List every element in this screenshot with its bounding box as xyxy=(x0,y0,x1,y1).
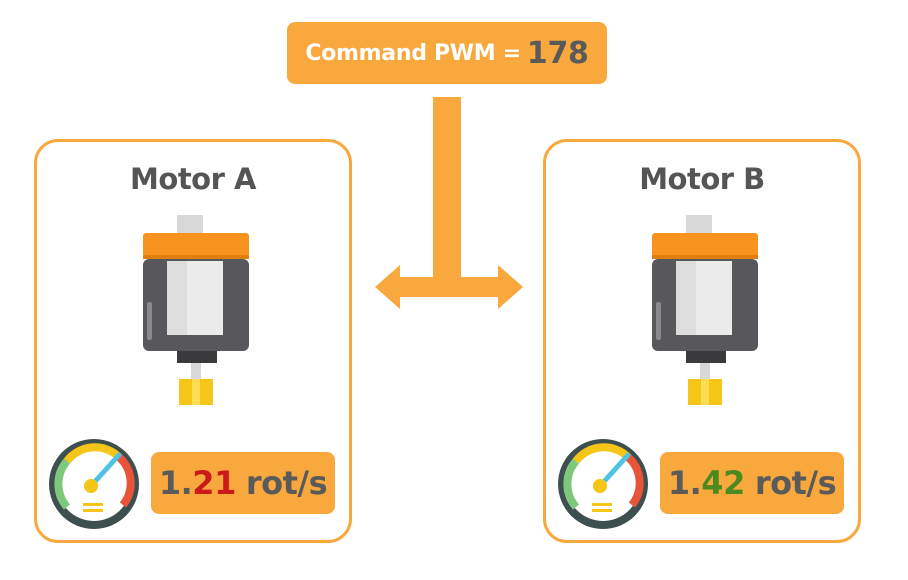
dc-motor-icon xyxy=(652,215,758,405)
command-value: 178 xyxy=(526,35,589,71)
speedometer-icon xyxy=(49,439,139,529)
motor-title: Motor B xyxy=(639,162,765,196)
command-label: Command PWM = xyxy=(305,40,521,66)
speed-unit: rot/s xyxy=(754,464,837,502)
speed-integer: 1. xyxy=(158,464,193,502)
speed-unit: rot/s xyxy=(245,464,328,502)
motor-title: Motor A xyxy=(130,162,256,196)
vertical-connector-bar xyxy=(433,97,461,277)
arrowhead-right-icon xyxy=(498,265,523,309)
speed-fraction: 21 xyxy=(192,464,236,502)
arrowhead-left-icon xyxy=(375,265,400,309)
command-pwm-box: Command PWM = 178 xyxy=(287,22,607,84)
dc-motor-icon xyxy=(143,215,249,405)
horizontal-connector-bar xyxy=(392,277,504,297)
speedometer-icon xyxy=(558,439,648,529)
speed-integer: 1. xyxy=(667,464,702,502)
speed-fraction: 42 xyxy=(701,464,745,502)
